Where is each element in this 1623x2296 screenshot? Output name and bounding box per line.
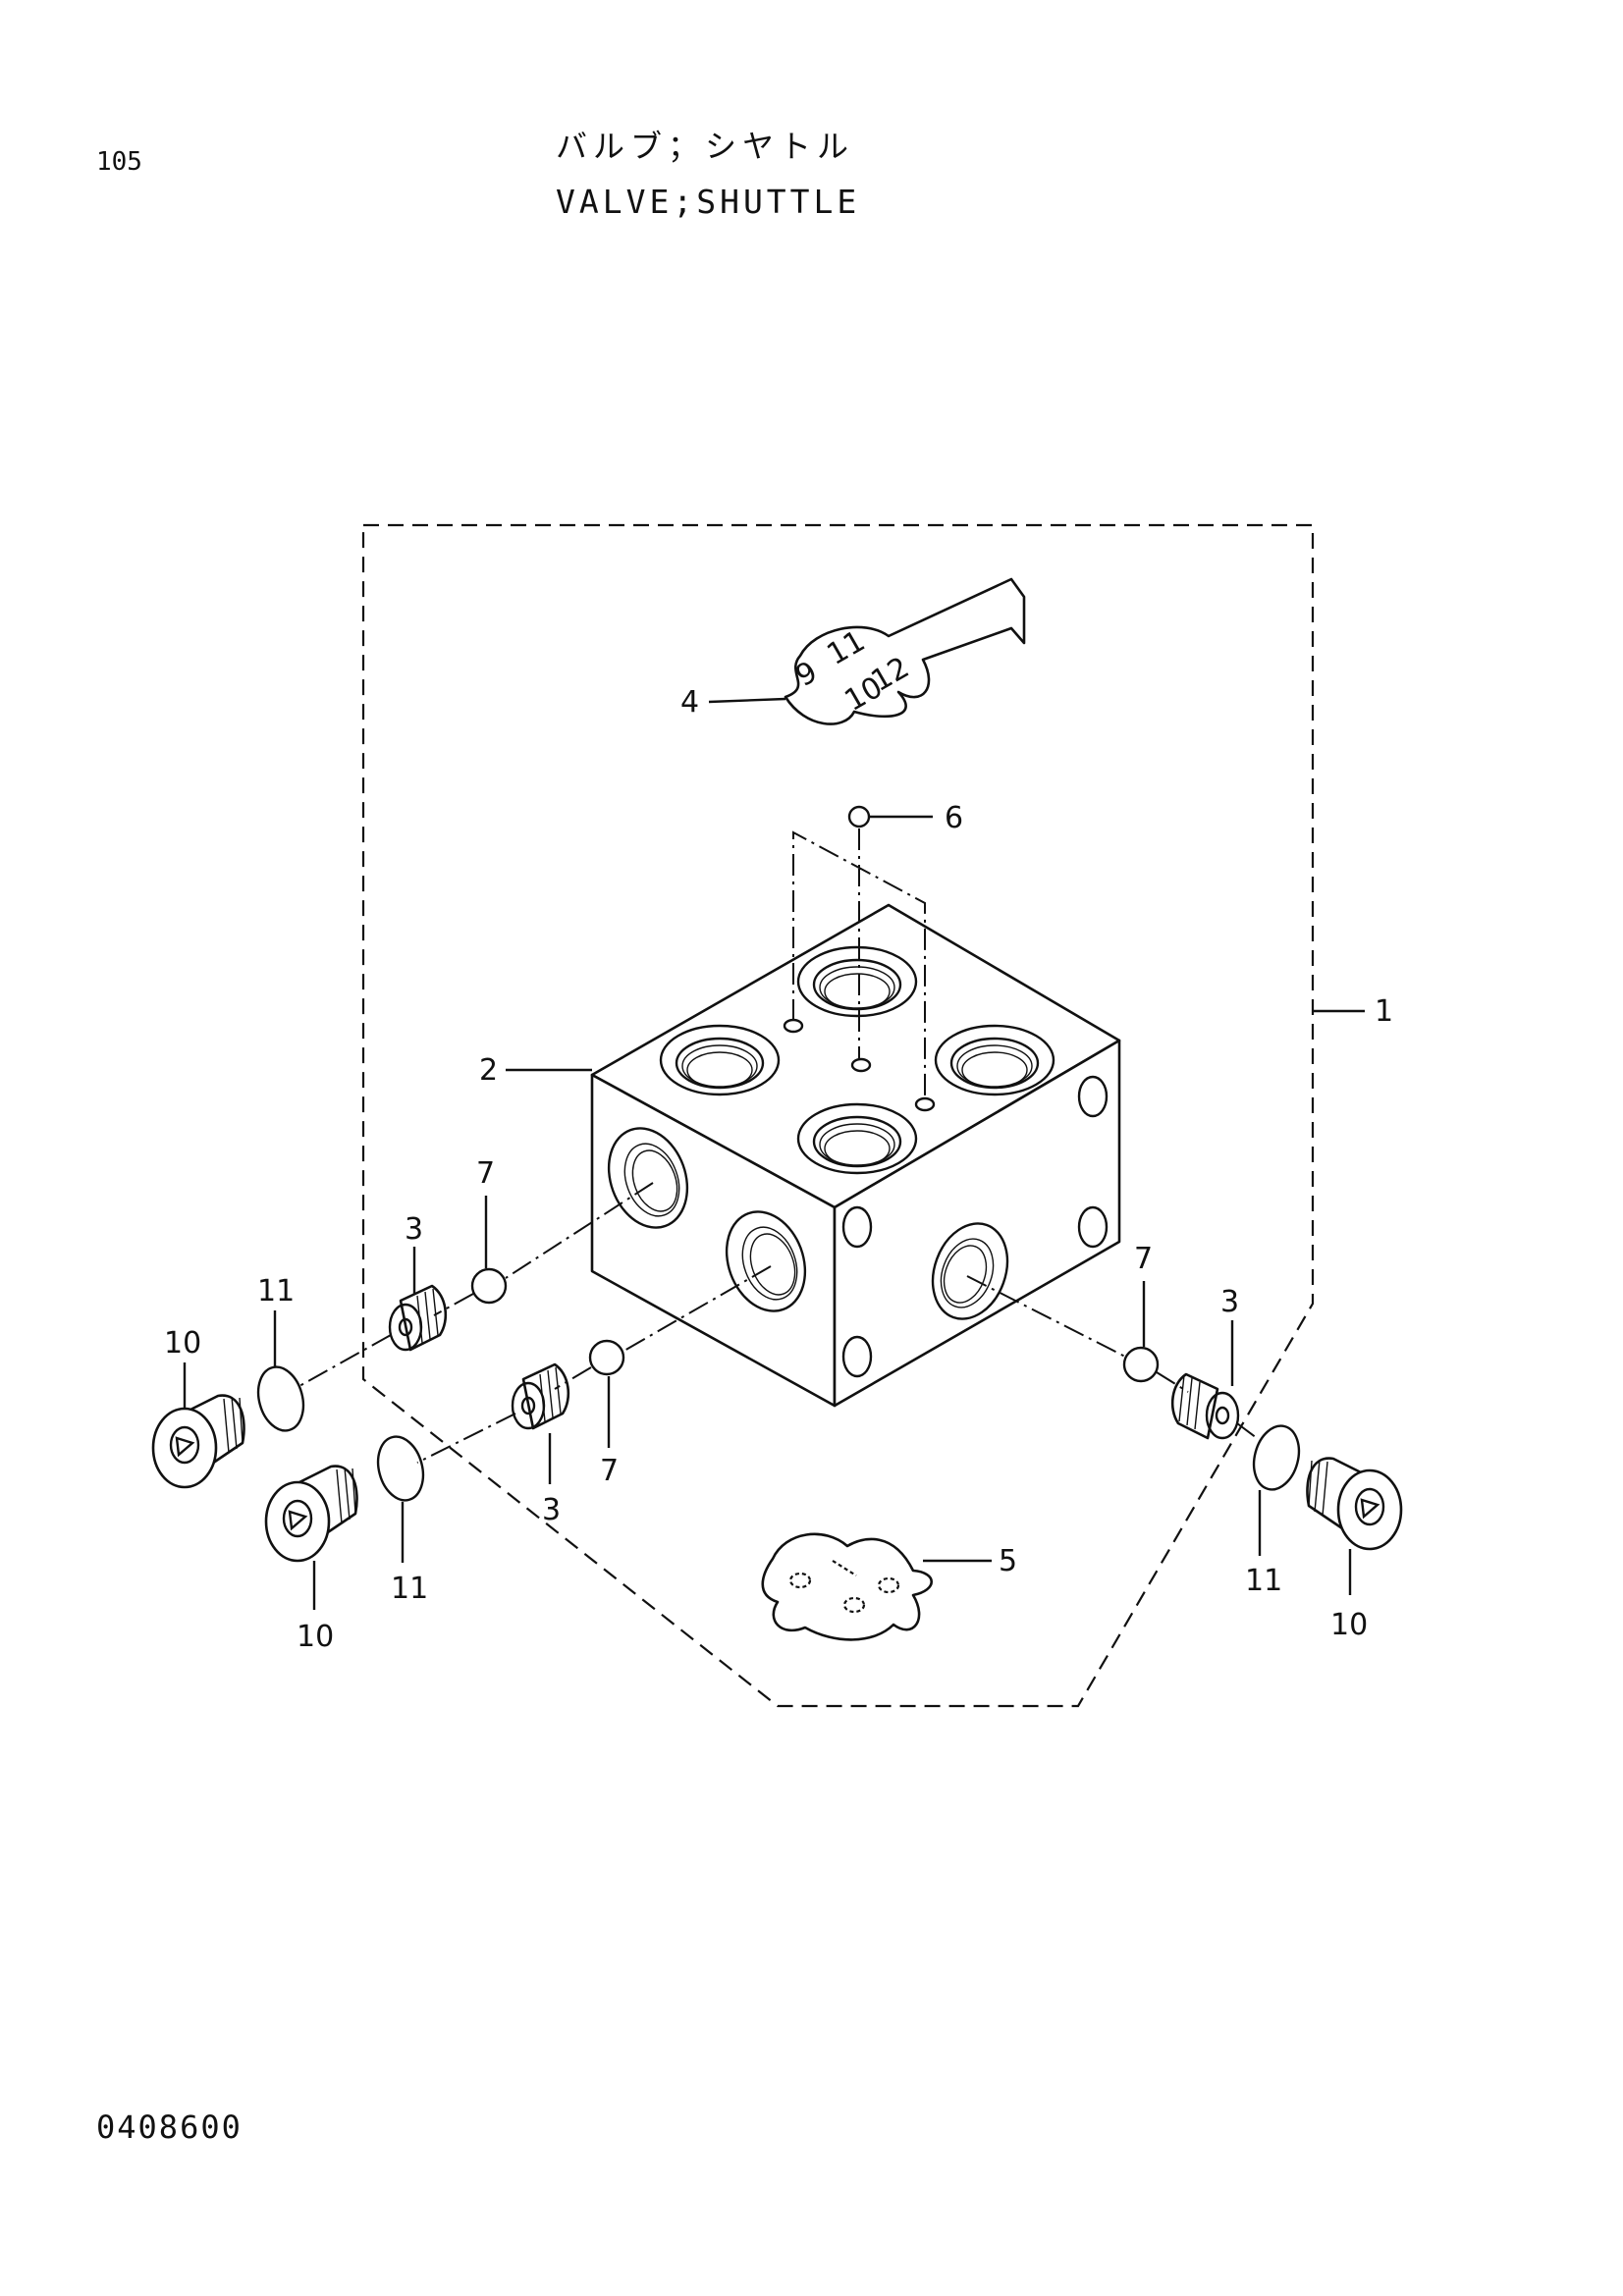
top-port-front [796,1102,918,1175]
callout-2: 2 [479,1053,498,1088]
callout-3: 3 [542,1493,561,1527]
top-port-back [796,945,918,1018]
callout-5: 5 [999,1544,1017,1578]
callout-10: 10 [164,1326,201,1361]
title-english: VALVE;SHUTTLE [556,183,861,221]
callout-7: 7 [1134,1242,1153,1276]
assembly-boundary [361,523,1315,1708]
nameplate-part-5 [761,1532,933,1641]
axis-right [966,1275,1258,1439]
ball-7-right [1122,1346,1160,1383]
nameplate-part-4: 9 11 10 12 [784,577,1026,725]
side-port-left-2 [725,1210,807,1312]
callout-11: 11 [1245,1564,1282,1598]
ball-6 [847,805,871,828]
plug-10-left-lower [264,1465,358,1563]
callout-1: 1 [1375,994,1393,1029]
callout-6: 6 [945,801,963,835]
callout-10: 10 [297,1620,334,1654]
side-port-right [931,1222,1009,1320]
side-port-left-1 [607,1127,689,1229]
callout-7: 7 [476,1156,495,1191]
plug-10-right [1306,1457,1403,1551]
axis-ball-6 [792,828,926,1097]
top-port-right [934,1024,1055,1096]
callout-7: 7 [600,1454,619,1488]
top-port-left [659,1024,781,1096]
o-ring-11-right [1252,1424,1301,1491]
title-japanese: バルブ；シヤトル [556,128,855,165]
callout-11: 11 [391,1572,428,1606]
callout-11: 11 [257,1274,295,1308]
callout-4: 4 [680,685,699,720]
axis-left-upper [298,1182,654,1387]
callout-3: 3 [405,1212,423,1247]
seat-part-3-left-upper [388,1284,448,1352]
seat-part-3-left-lower [511,1362,570,1430]
seat-part-3-right [1170,1372,1240,1440]
axis-left-lower [416,1265,772,1464]
callout-3: 3 [1220,1285,1239,1319]
leader-4 [708,697,786,704]
o-ring-11-left-upper [256,1365,305,1432]
valve-body-part-2 [590,903,1121,1408]
ball-7-upper-left [470,1267,508,1305]
plug-10-left-upper [151,1394,245,1489]
document-code: 0408600 [96,2109,243,2146]
ball-7-lower [588,1339,625,1376]
o-ring-11-left-lower [376,1435,425,1502]
page-number: 105 [96,147,142,177]
callout-10: 10 [1330,1608,1368,1642]
